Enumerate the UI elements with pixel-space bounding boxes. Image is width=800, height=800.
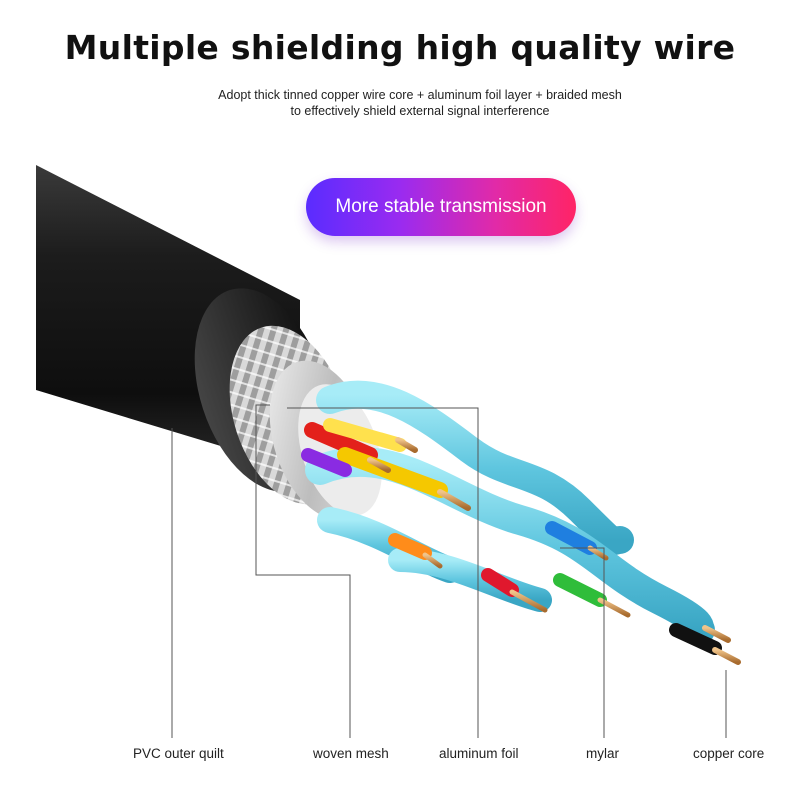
page-title: Multiple shielding high quality wire <box>64 28 736 67</box>
subtitle-line-2: to effectively shield external signal in… <box>290 104 550 118</box>
label-aluminum-foil: aluminum foil <box>439 746 519 761</box>
colored-conductors <box>301 418 722 655</box>
label-pvc-outer-quilt: PVC outer quilt <box>133 746 224 761</box>
badge-text: More stable transmission <box>335 196 547 217</box>
copper-cores <box>367 437 741 665</box>
leader-mylar <box>560 547 605 738</box>
more-stable-transmission-badge: More stable transmission <box>306 178 576 236</box>
leader-mesh <box>255 404 351 738</box>
label-woven-mesh: woven mesh <box>313 746 389 761</box>
label-mylar: mylar <box>586 746 619 761</box>
subtitle-line-1: Adopt thick tinned copper wire core + al… <box>218 88 622 102</box>
leader-lines <box>171 404 727 738</box>
leader-foil <box>287 407 479 738</box>
label-copper-core: copper core <box>693 746 765 761</box>
